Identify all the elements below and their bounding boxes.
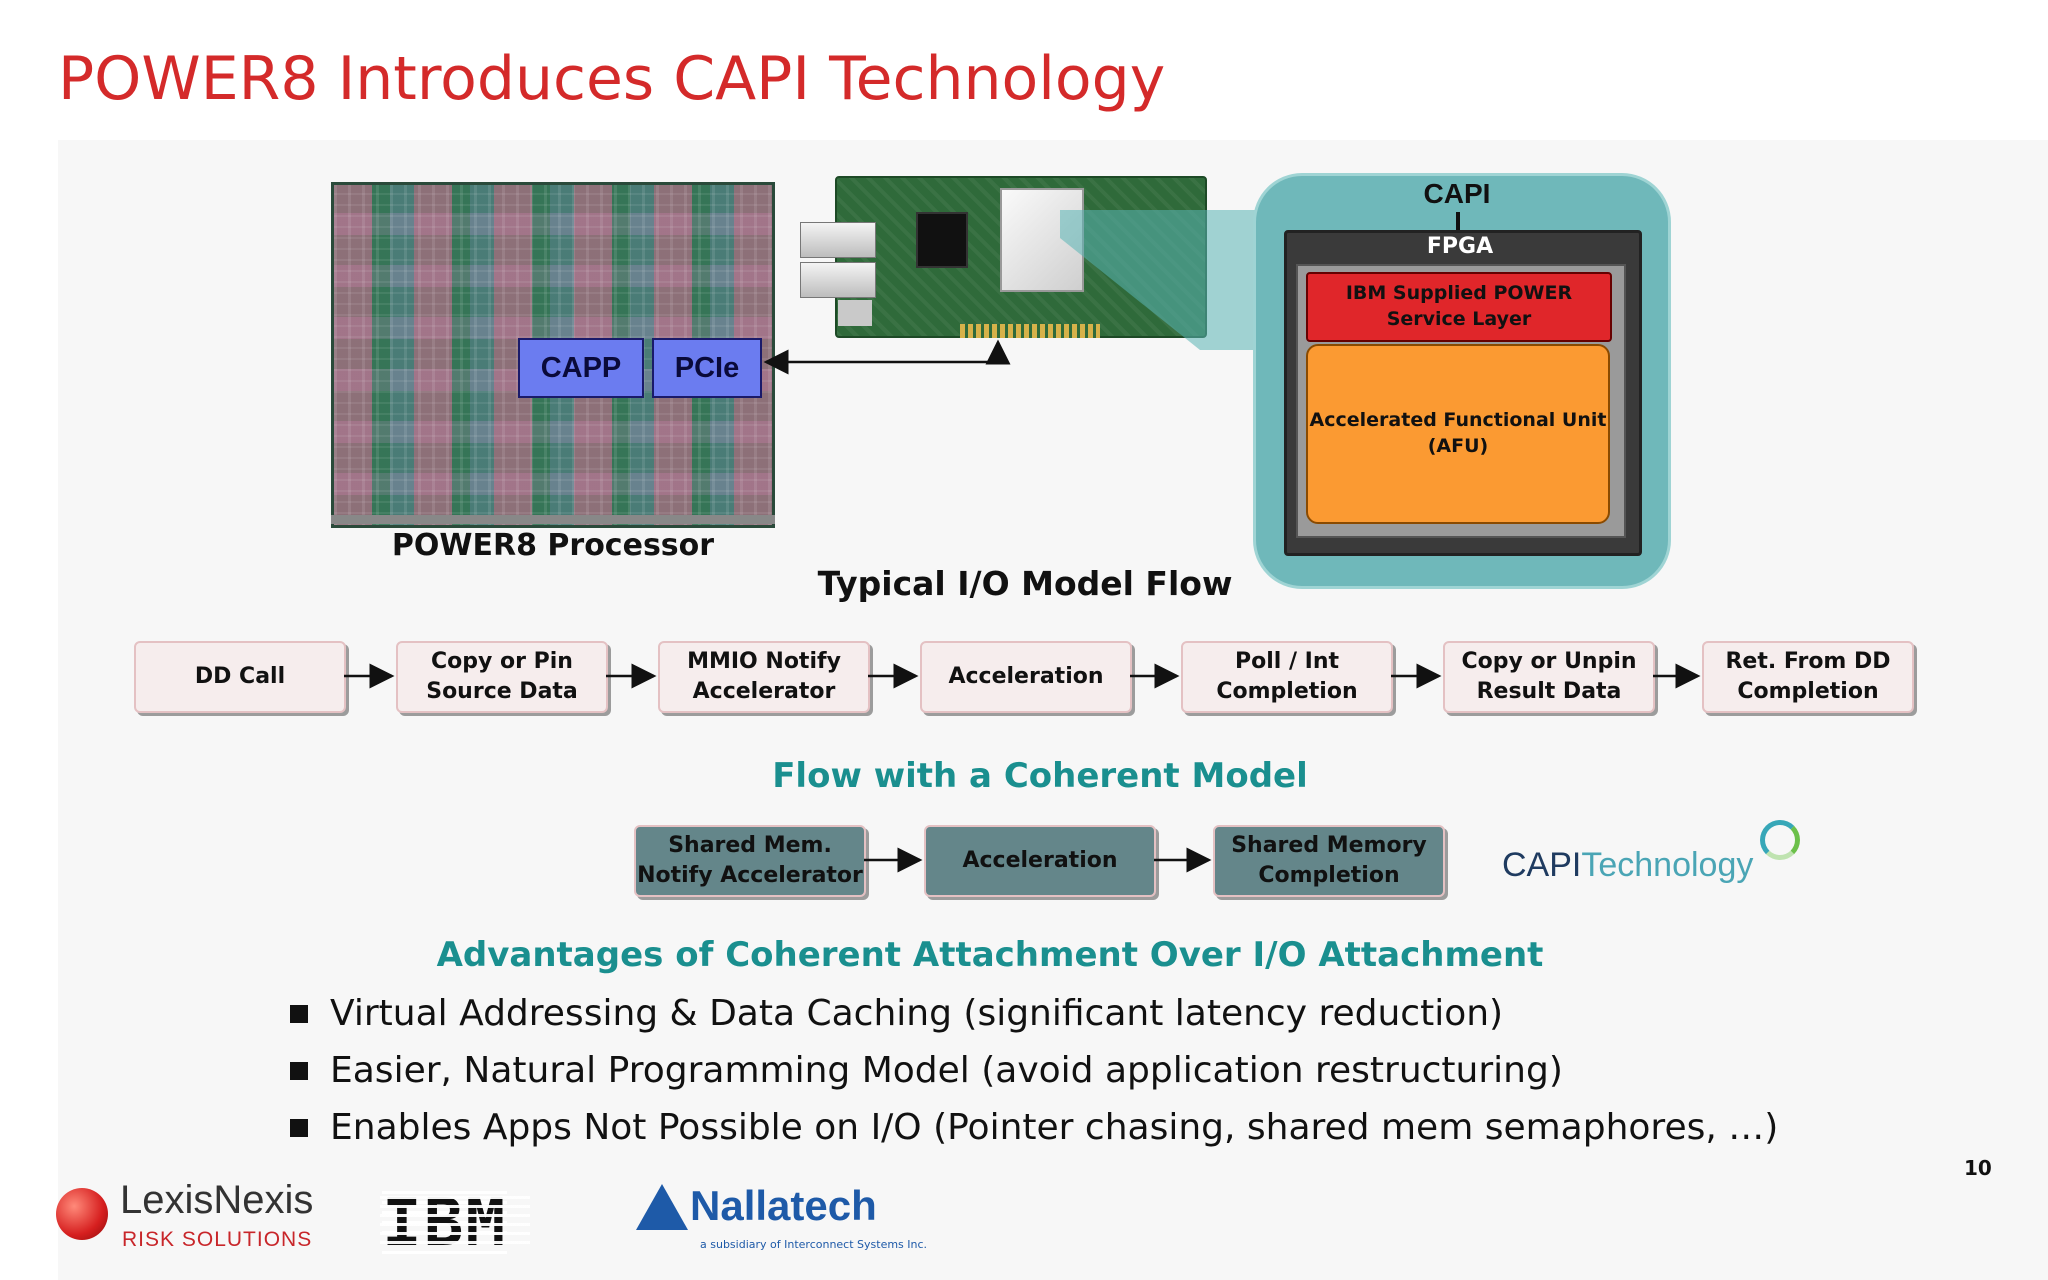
capi-connector-tick: [1456, 212, 1460, 230]
typical-flow-step: DD Call: [134, 641, 346, 713]
coherent-flow-step: Shared Mem. Notify Accelerator: [634, 825, 866, 897]
bullet-text: Easier, Natural Programming Model (avoid…: [330, 1050, 1563, 1091]
advantage-bullet: Easier, Natural Programming Model (avoid…: [290, 1050, 1563, 1091]
capi-logo-word: CAPI: [1502, 846, 1582, 884]
advantage-bullet: Virtual Addressing & Data Caching (signi…: [290, 993, 1503, 1034]
pcie-block: PCIe: [652, 338, 762, 398]
bullet-square-icon: [290, 1118, 308, 1137]
advantages-heading: Advantages of Coherent Attachment Over I…: [436, 935, 1544, 975]
capp-block: CAPP: [518, 338, 644, 398]
typical-flow-step: Ret. From DD Completion: [1702, 641, 1914, 713]
nallatech-logo-subtitle: a subsidiary of Interconnect Systems Inc…: [700, 1238, 928, 1251]
lexisnexis-logo-text: LexisNexis: [120, 1178, 314, 1222]
service-layer-box: IBM Supplied POWER Service Layer: [1306, 272, 1612, 342]
coherent-flow-heading: Flow with a Coherent Model: [772, 756, 1308, 796]
ibm-logo-stripes: [380, 1190, 530, 1248]
typical-flow-heading: Typical I/O Model Flow: [817, 564, 1233, 603]
capi-logo-technology-word: Technology: [1581, 846, 1754, 884]
bullet-text: Enables Apps Not Possible on I/O (Pointe…: [330, 1107, 1779, 1148]
capi-technology-logo: CAPITechnology: [1502, 846, 1753, 885]
typical-flow-step: Acceleration: [920, 641, 1132, 713]
advantage-bullet: Enables Apps Not Possible on I/O (Pointe…: [290, 1107, 1778, 1148]
fpga-label: FPGA: [1426, 234, 1494, 259]
processor-caption: POWER8 Processor: [391, 528, 715, 563]
typical-flow-step: Copy or Unpin Result Data: [1443, 641, 1655, 713]
sfp-port: [800, 222, 876, 258]
typical-flow-step: Poll / Int Completion: [1181, 641, 1393, 713]
card-chip: [916, 212, 968, 268]
sfp-port: [800, 262, 876, 298]
afu-box: Accelerated Functional Unit (AFU): [1306, 344, 1610, 524]
die-base: [331, 515, 775, 524]
bullet-text: Virtual Addressing & Data Caching (signi…: [330, 993, 1504, 1034]
typical-flow-step: Copy or Pin Source Data: [396, 641, 608, 713]
bullet-square-icon: [290, 1004, 308, 1023]
lexisnexis-logo-subtitle: RISK SOLUTIONS: [122, 1228, 313, 1251]
coherent-flow-step: Acceleration: [924, 825, 1156, 897]
nallatech-logo-icon: [636, 1184, 688, 1230]
capi-label: CAPI: [1423, 178, 1491, 209]
nallatech-logo-text: Nallatech: [690, 1182, 877, 1229]
typical-flow-step: MMIO Notify Accelerator: [658, 641, 870, 713]
slide-title: POWER8 Introduces CAPI Technology: [58, 44, 1166, 114]
bullet-square-icon: [290, 1061, 308, 1080]
page-number: 10: [1964, 1156, 1992, 1180]
lexisnexis-logo-icon: [56, 1188, 108, 1240]
capi-ring-icon: [1760, 820, 1800, 860]
coherent-flow-step: Shared Memory Completion: [1213, 825, 1445, 897]
card-edge-connector: [960, 324, 1100, 338]
card-bracket: [838, 300, 872, 326]
